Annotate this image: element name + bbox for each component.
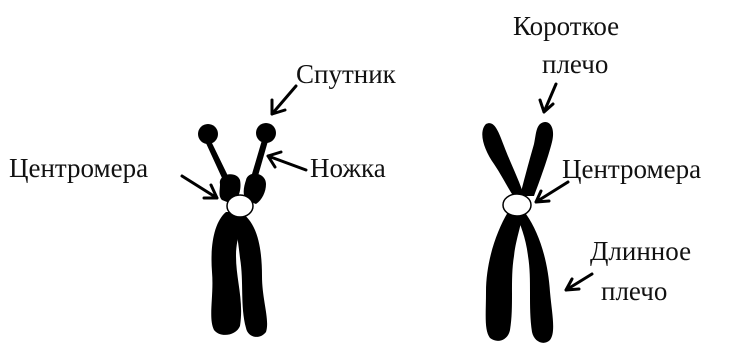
long-arm-label-line1: Длинное (590, 236, 691, 266)
left-centromere-label: Центромера (9, 153, 148, 183)
satellite-chromosome (198, 123, 276, 337)
labels: Спутник Центромера Ножка Короткое плечо … (9, 11, 701, 306)
right-chromosome-upper-left-arm (482, 123, 524, 196)
right-chromosome-lower-right-arm (516, 214, 553, 343)
right-centromere-arrow (536, 182, 568, 202)
short-arm-label-line2: плечо (542, 49, 608, 79)
right-centromere (503, 194, 531, 216)
satellite-label: Спутник (296, 59, 397, 89)
short-arm-arrow (540, 84, 556, 112)
left-centromere (227, 195, 253, 217)
right-chromosome-upper-right-arm (520, 122, 553, 196)
short-arm-label-line1: Короткое (513, 11, 619, 41)
satellite-arrow (272, 86, 296, 114)
left-stalk (205, 141, 228, 178)
right-centromere-label: Центромера (562, 154, 701, 184)
left-centromere-arrow (182, 176, 217, 198)
stalk-label: Ножка (310, 153, 386, 183)
right-chromosome-lower-left-arm (486, 212, 522, 341)
stalk-arrow (268, 152, 306, 170)
right-satellite (256, 123, 276, 143)
long-arm-arrow (566, 274, 592, 290)
standard-chromosome (482, 122, 553, 343)
long-arm-label-line2: плечо (601, 276, 667, 306)
right-stalk (252, 140, 268, 176)
